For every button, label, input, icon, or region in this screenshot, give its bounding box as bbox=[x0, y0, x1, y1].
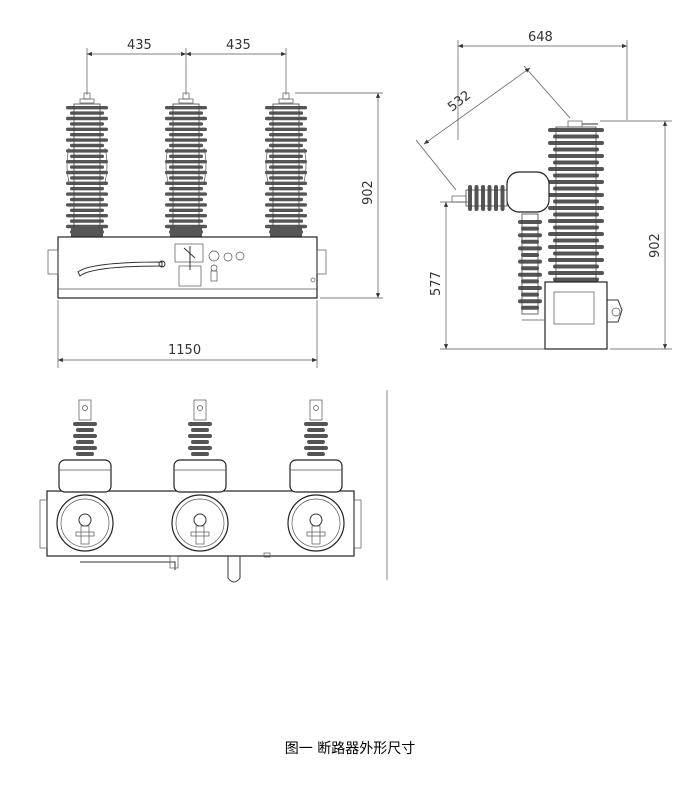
top-pole bbox=[287, 399, 345, 552]
figure-caption: 图一 断路器外形尺寸 bbox=[284, 741, 416, 757]
dim-lower-height-side: 577 bbox=[429, 271, 444, 296]
dim-width-side: 648 bbox=[528, 30, 553, 45]
top-view bbox=[39, 390, 388, 583]
dim-width-front: 1150 bbox=[168, 343, 201, 358]
side-view bbox=[451, 120, 623, 350]
top-pole bbox=[56, 399, 114, 552]
front-insulator bbox=[165, 92, 207, 237]
front-insulator bbox=[265, 92, 307, 237]
dim-spacing-left: 435 bbox=[127, 38, 152, 53]
front-insulator bbox=[66, 92, 108, 237]
front-dimensions: 435 435 902 1150 bbox=[57, 38, 383, 368]
top-pole bbox=[171, 399, 229, 552]
dim-height-side: 902 bbox=[648, 233, 663, 258]
dim-height-front: 902 bbox=[361, 180, 376, 205]
front-view bbox=[47, 92, 327, 299]
dim-spacing-right: 435 bbox=[226, 38, 251, 53]
